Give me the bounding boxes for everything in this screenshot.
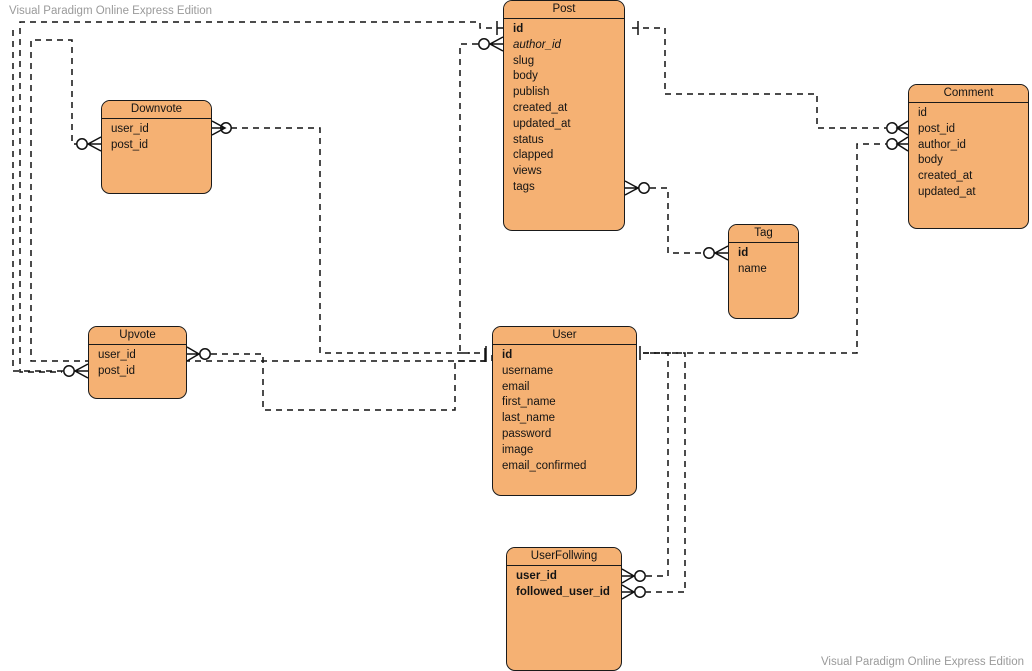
attribute-row: post_id [98, 364, 136, 377]
entity-comment-attributes: id post_id author_id body created_at upd… [909, 103, 1028, 201]
attribute-row: publish [513, 86, 550, 99]
attribute-row: user_id [98, 349, 136, 361]
attribute-row: id [918, 107, 927, 119]
attribute-row: author_id [513, 38, 561, 51]
attribute-row: author_id [918, 138, 966, 151]
entity-upvote-title: Upvote [89, 327, 186, 345]
attribute-row: created_at [918, 170, 973, 183]
watermark-bottom-right: Visual Paradigm Online Express Edition [820, 656, 1024, 668]
attribute-row: password [502, 427, 552, 440]
entity-user-attributes: id username email first_name last_name p… [493, 345, 636, 474]
entity-upvote-attributes: user_id post_id [89, 345, 186, 380]
attribute-row: status [513, 133, 544, 146]
entity-post[interactable]: Post id author_id slug body publish crea… [503, 0, 625, 231]
attribute-row: id [502, 349, 513, 361]
link-upvote-user [186, 346, 486, 411]
link-post-downvote [19, 21, 503, 373]
entity-downvote-attributes: user_id post_id [102, 119, 211, 154]
attribute-row: email_confirmed [502, 459, 587, 472]
entity-user[interactable]: User id username email first_name last_n… [492, 326, 637, 496]
entity-downvote[interactable]: Downvote user_id post_id [101, 100, 212, 194]
attribute-row: first_name [502, 396, 556, 409]
link-user-upvote [12, 30, 89, 379]
entity-tag-attributes: id name [729, 243, 798, 278]
attribute-row: body [918, 154, 943, 167]
entity-comment-title: Comment [909, 85, 1028, 103]
attribute-row: username [502, 364, 554, 377]
entity-tag-title: Tag [729, 225, 798, 243]
attribute-row: user_id [516, 570, 557, 582]
attribute-row: user_id [111, 123, 149, 135]
link-post-comment [632, 21, 909, 136]
link-post-tag [624, 180, 729, 261]
entity-post-title: Post [504, 1, 624, 19]
entity-user-title: User [493, 327, 636, 345]
attribute-row: image [502, 443, 534, 456]
watermark-top-left: Visual Paradigm Online Express Edition [9, 5, 213, 17]
attribute-row: body [513, 70, 538, 83]
attribute-row: post_id [918, 122, 956, 135]
attribute-row: id [513, 23, 524, 35]
entity-downvote-title: Downvote [102, 101, 211, 119]
entity-comment[interactable]: Comment id post_id author_id body create… [908, 84, 1029, 229]
attribute-row: created_at [513, 101, 568, 114]
attribute-row: email [502, 380, 530, 393]
entity-userfollwing-title: UserFollwing [507, 548, 621, 566]
attribute-row: slug [513, 54, 535, 67]
link-user-downvote [30, 39, 493, 362]
attribute-row: post_id [111, 138, 149, 151]
attribute-row: id [738, 247, 749, 259]
attribute-row: last_name [502, 412, 556, 425]
attribute-row: views [513, 165, 542, 178]
attribute-row: tags [513, 180, 535, 193]
attribute-row: clapped [513, 149, 554, 162]
link-post-user [459, 36, 504, 360]
attribute-row: name [738, 262, 767, 275]
attribute-row: updated_at [513, 117, 571, 130]
entity-userfollwing-attributes: user_id followed_user_id [507, 566, 621, 601]
entity-userfollwing[interactable]: UserFollwing user_id followed_user_id [506, 547, 622, 671]
entity-upvote[interactable]: Upvote user_id post_id [88, 326, 187, 399]
attribute-row: updated_at [918, 185, 976, 198]
entity-post-attributes: id author_id slug body publish created_a… [504, 19, 624, 196]
entity-tag[interactable]: Tag id name [728, 224, 799, 319]
attribute-row: followed_user_id [516, 585, 610, 598]
